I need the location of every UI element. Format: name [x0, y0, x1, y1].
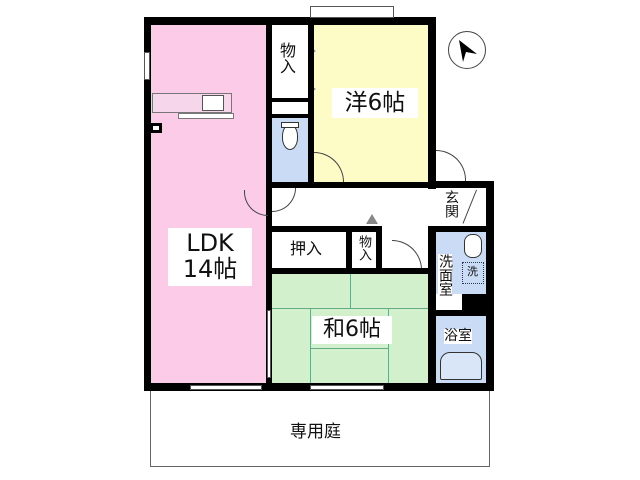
- entrance-label: 玄関: [443, 190, 459, 218]
- wall-ldk-right: [266, 17, 272, 391]
- window-japanese-left: [267, 310, 271, 378]
- washer-area: [462, 262, 484, 284]
- tatami-line: [388, 308, 389, 384]
- entrance-door[interactable]: [436, 150, 466, 182]
- storage-mid-room: [352, 232, 376, 268]
- compass-arrow: [459, 40, 477, 62]
- wall-entrance-top: [428, 181, 494, 188]
- window-japanese-bottom: [310, 385, 384, 390]
- tatami-line: [272, 308, 428, 309]
- wall-outer-top: [144, 17, 436, 25]
- north-arrow-icon: [448, 31, 486, 69]
- kitchen-counter-edge: [178, 113, 234, 119]
- private-garden: [150, 385, 490, 467]
- wall-hall-bottom: [266, 226, 382, 232]
- storage-top-label: 物入: [277, 42, 296, 74]
- wall-outer-right: [486, 181, 494, 391]
- storage-top-room: [272, 24, 308, 98]
- window-ldk-bottom: [190, 385, 262, 390]
- wall-wet-left: [428, 226, 436, 391]
- washroom-label: 洗面室: [437, 254, 453, 296]
- garden-label: 専用庭: [290, 422, 341, 442]
- washbasin-icon: [464, 234, 482, 258]
- wall-hall-top: [266, 182, 436, 188]
- kitchen-appliance-inner: [153, 126, 159, 130]
- japanese-room-label: 和6帖: [312, 316, 392, 344]
- bathtub-icon: [440, 352, 482, 380]
- closet-label: 押入: [290, 239, 323, 258]
- toilet-tank: [281, 122, 299, 128]
- wall-storage-mid-right: [376, 226, 382, 274]
- wall-storage-right: [308, 17, 314, 188]
- bathroom-label: 浴室: [444, 328, 472, 345]
- wall-bath-top: [428, 310, 494, 316]
- ldk-label: LDK 14帖: [168, 228, 252, 286]
- wall-storage-bottom: [266, 98, 314, 102]
- tatami-line: [310, 308, 311, 384]
- hallway: [272, 188, 430, 226]
- tatami-line: [350, 274, 351, 308]
- wall-toilet-top: [266, 114, 314, 118]
- wall-western-right: [428, 17, 436, 189]
- ldk-size: 14帖: [182, 255, 238, 284]
- window-top: [310, 6, 394, 18]
- storage-door[interactable]: [392, 240, 422, 270]
- ldk-name: LDK: [186, 229, 234, 257]
- western-room-label: 洋6帖: [332, 88, 418, 118]
- wall-closet-mid: [346, 226, 352, 274]
- window-ldk-left: [144, 52, 150, 80]
- tatami-line: [310, 348, 388, 349]
- washer-label: 洗: [467, 265, 478, 278]
- storage-mid-label: 物入: [356, 235, 371, 261]
- kitchen-sink: [202, 95, 224, 111]
- storage-mid-marker: [366, 214, 378, 224]
- wall-entrance-bottom: [428, 226, 494, 232]
- wall-outer-left: [144, 17, 151, 391]
